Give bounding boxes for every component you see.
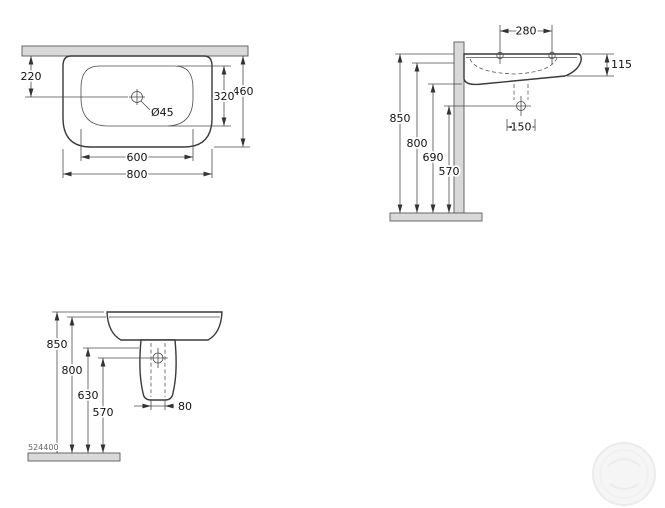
- rear-hole-icon: [548, 46, 556, 64]
- bowl-hidden-line: [469, 57, 558, 75]
- dim-label: 570: [93, 406, 114, 419]
- drain-outlet-icon: [148, 348, 168, 368]
- brand-watermark: [592, 442, 656, 506]
- side-view: 280 115 150: [388, 23, 634, 222]
- dim-outer-width: 800: [62, 149, 213, 183]
- dim-label: 800: [127, 168, 148, 181]
- dim-label: 460: [233, 85, 254, 98]
- basin-front-outline: [106, 311, 223, 341]
- dim-outlet-height: 570: [437, 105, 511, 213]
- basin-profile: [463, 53, 582, 86]
- drain-outlet-icon: [511, 96, 531, 116]
- dim-rim-height: 850: [388, 53, 454, 213]
- dim-pipe-width: 80: [134, 398, 194, 415]
- dim-underside-height: 800: [60, 316, 106, 453]
- part-number: 524400: [28, 443, 59, 452]
- dim-label: 800: [62, 364, 83, 377]
- dim-outer-depth: 460: [214, 56, 255, 148]
- wall-section: [21, 45, 249, 57]
- hidden-pipe: [513, 84, 529, 100]
- dim-underside-height: 690: [421, 83, 462, 213]
- dim-outlet-height: 570: [91, 357, 148, 453]
- floor-section: [27, 452, 121, 462]
- dim-label: 280: [516, 25, 537, 38]
- dim-label: 600: [127, 151, 148, 164]
- drain-diameter-label: Ø45: [151, 106, 174, 119]
- dim-label: 150: [511, 121, 532, 134]
- dim-label: 850: [390, 112, 411, 125]
- basin-outline: [62, 55, 213, 148]
- front-view: 80 850 800 630 570: [27, 311, 223, 462]
- dim-label: 320: [214, 90, 235, 103]
- dim-bowl-width: 600: [80, 129, 194, 166]
- wall-section: [453, 41, 465, 214]
- dim-label: 220: [21, 70, 42, 83]
- tap-hole-icon: [496, 46, 504, 64]
- dim-label: 115: [611, 58, 632, 71]
- hidden-pipe: [150, 343, 166, 397]
- tap-hole-icon: [129, 89, 145, 105]
- dim-cover-height: 630: [76, 347, 139, 453]
- dim-rim-thickness: 115: [567, 53, 634, 77]
- dim-label: 690: [423, 151, 444, 164]
- dim-label: 850: [47, 338, 68, 351]
- dim-bowl-depth: 320: [168, 65, 236, 127]
- dim-label: 630: [78, 389, 99, 402]
- dim-label: 570: [439, 165, 460, 178]
- dim-outlet-spacing: 150: [506, 119, 536, 135]
- dim-hole-spacing: 280: [499, 23, 553, 46]
- dim-rim-height: 850: [45, 311, 104, 453]
- dim-label: 800: [407, 137, 428, 150]
- bowl-outline: [80, 65, 194, 127]
- dim-label: 80: [178, 400, 192, 413]
- floor-section: [389, 212, 483, 222]
- dim-taphole-offset: 220: [19, 56, 128, 98]
- leader-line: [140, 100, 151, 111]
- plan-view: Ø45 220 460 320: [19, 45, 255, 183]
- dim-rear-height: 800: [405, 62, 454, 213]
